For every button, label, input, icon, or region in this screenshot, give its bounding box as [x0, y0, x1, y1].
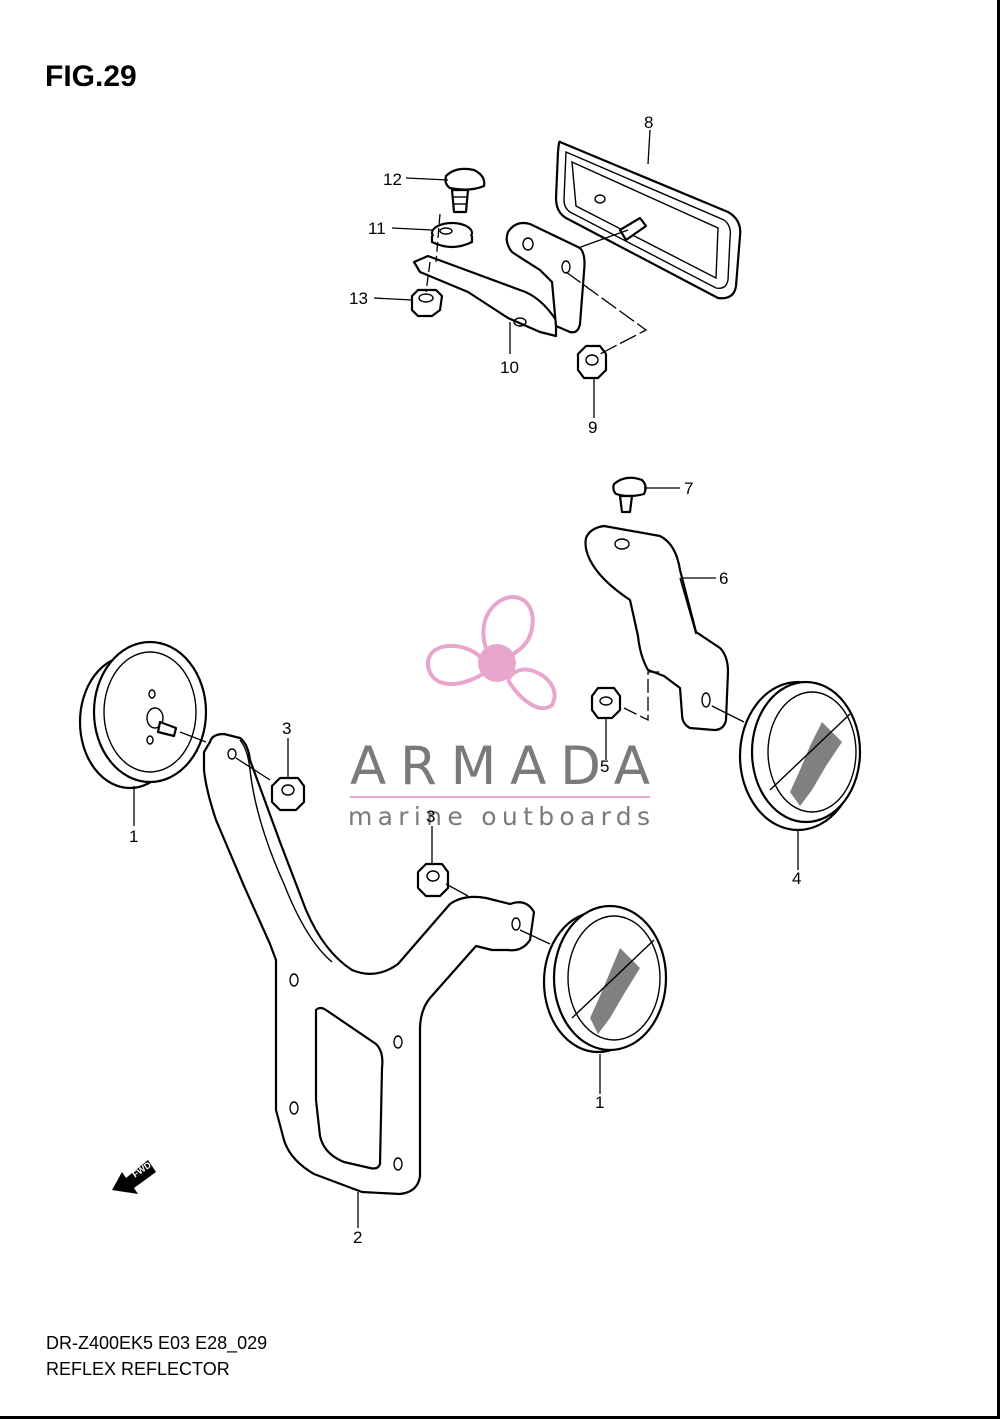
bracket-10	[412, 221, 586, 338]
callout-3-lower: 3	[426, 807, 435, 826]
reflector-4	[738, 680, 862, 832]
nut-3-upper	[270, 776, 306, 812]
callout-13: 13	[349, 289, 368, 308]
callout-numbers: 12 11 13 10 9 8 7 6 5 4 3 3 1 1 2	[129, 113, 801, 1247]
figure-title: FIG.29	[45, 60, 137, 93]
screw-12	[444, 167, 486, 214]
license-reflector-8	[554, 140, 742, 300]
callout-6: 6	[719, 569, 728, 588]
nut-3-lower	[416, 862, 450, 898]
nut-9	[576, 344, 608, 380]
watermark-tagline: marine outboards	[348, 802, 650, 831]
nut-5	[590, 686, 622, 720]
nut-13	[410, 288, 444, 318]
screw-7	[612, 476, 647, 514]
callout-11: 11	[368, 219, 386, 238]
washer-11	[430, 221, 474, 249]
bracket-2	[202, 732, 536, 1196]
callout-3-upper: 3	[282, 719, 291, 738]
leader-lines	[133, 129, 799, 1228]
callout-8: 8	[644, 113, 653, 132]
callout-9: 9	[588, 418, 597, 437]
reflector-1-upper	[78, 640, 208, 790]
reflector-1-lower	[542, 904, 668, 1054]
callout-10: 10	[500, 358, 519, 377]
model-code: DR-Z400EK5 E03 E28_029	[46, 1333, 268, 1353]
bracket-6	[584, 524, 730, 732]
callout-4: 4	[792, 869, 801, 888]
fwd-arrow-icon: FWD	[112, 1159, 156, 1194]
callout-5: 5	[600, 757, 609, 776]
callout-2: 2	[353, 1228, 362, 1247]
callout-7: 7	[684, 479, 693, 498]
callout-1-upper: 1	[129, 827, 138, 846]
propeller-hub	[478, 644, 516, 682]
section-name: REFLEX REFLECTOR	[46, 1359, 230, 1379]
callout-1-lower: 1	[595, 1093, 604, 1112]
callout-12: 12	[383, 170, 402, 189]
